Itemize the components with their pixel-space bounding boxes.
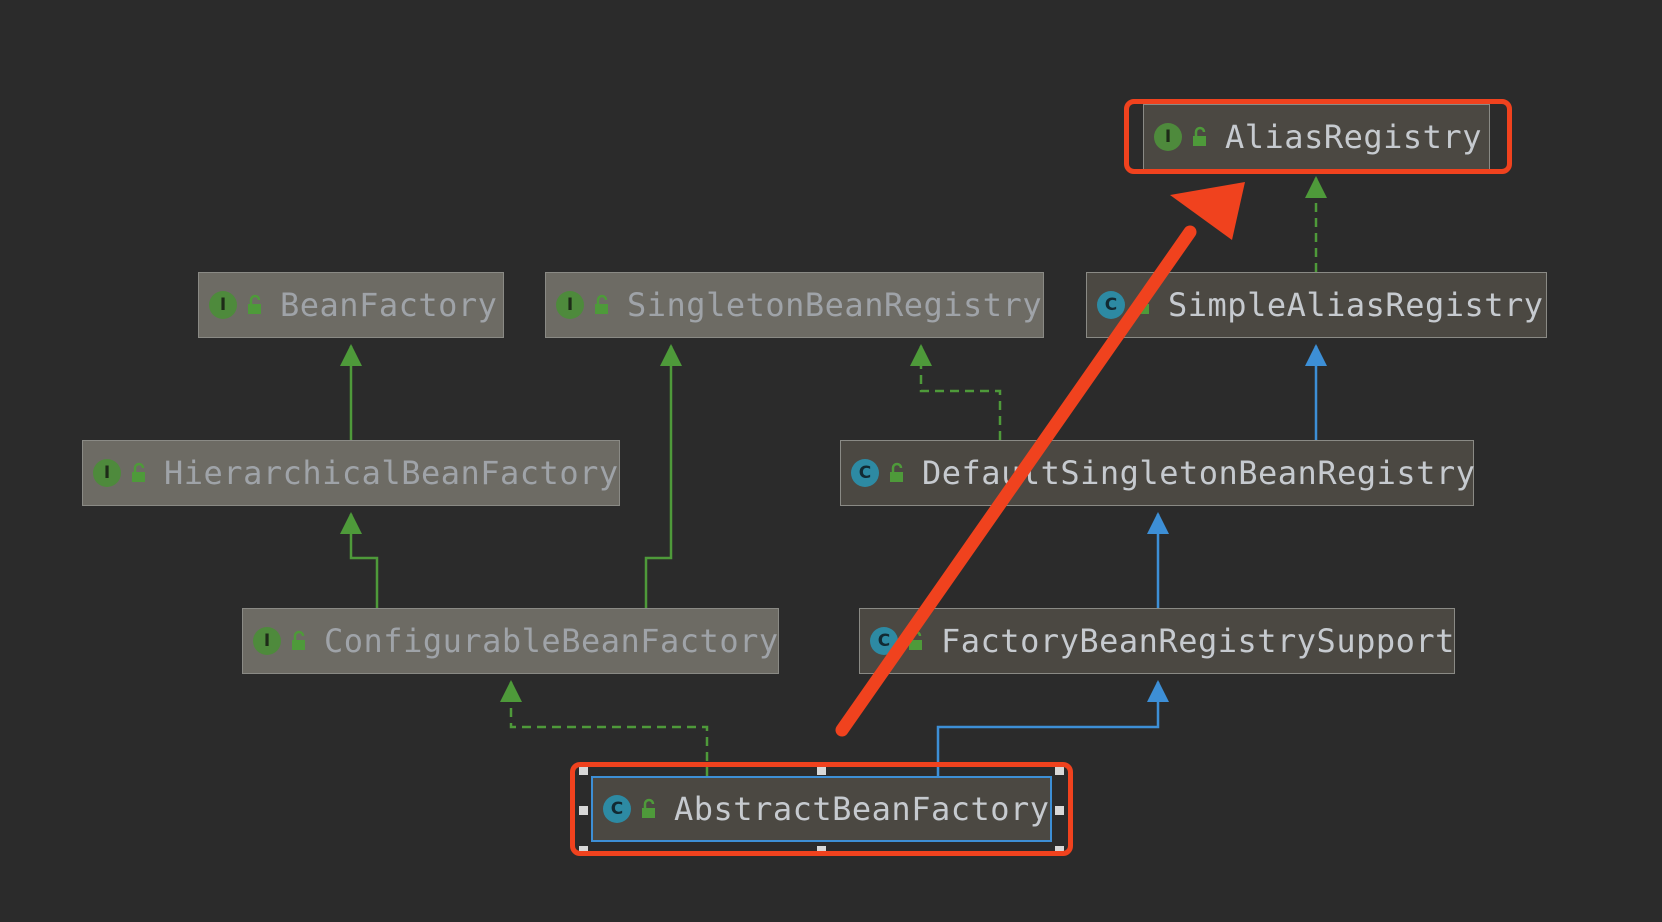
node-label: AliasRegistry xyxy=(1225,118,1482,156)
highlight-box-alias-registry xyxy=(1124,99,1512,174)
node-singleton-bean-registry[interactable]: I SingletonBeanRegistry xyxy=(545,272,1044,338)
arrowhead xyxy=(500,680,522,702)
arrowhead xyxy=(1147,512,1169,534)
class-icon: C xyxy=(1097,291,1125,319)
node-label: SingletonBeanRegistry xyxy=(627,286,1043,324)
unlocked-icon xyxy=(248,294,261,314)
interface-icon: I xyxy=(1154,123,1182,151)
unlocked-icon xyxy=(890,462,903,482)
unlocked-icon xyxy=(132,462,145,482)
unlocked-icon xyxy=(292,630,305,650)
resize-handle-w[interactable] xyxy=(579,806,588,815)
edge-default-to-simple-alias xyxy=(1305,344,1327,440)
interface-icon: I xyxy=(556,291,584,319)
node-simple-alias-registry[interactable]: C SimpleAliasRegistry xyxy=(1086,272,1547,338)
unlocked-icon xyxy=(642,798,655,818)
edge-hierarchical-to-beanfactory xyxy=(340,344,362,440)
interface-icon: I xyxy=(209,291,237,319)
arrowhead xyxy=(910,344,932,366)
resize-handle-e[interactable] xyxy=(1055,806,1064,815)
arrowhead xyxy=(340,344,362,366)
unlocked-icon xyxy=(1136,294,1149,314)
node-label: DefaultSingletonBeanRegistry xyxy=(922,454,1476,492)
class-icon: C xyxy=(851,459,879,487)
node-label: AbstractBeanFactory xyxy=(674,790,1050,828)
class-icon: C xyxy=(870,627,898,655)
interface-icon: I xyxy=(253,627,281,655)
arrowhead xyxy=(1147,680,1169,702)
unlocked-icon xyxy=(595,294,608,314)
interface-icon: I xyxy=(93,459,121,487)
node-configurable-bean-factory[interactable]: I ConfigurableBeanFactory xyxy=(242,608,779,674)
resize-handle-ne[interactable] xyxy=(1055,766,1064,775)
node-factory-bean-registry-support[interactable]: C FactoryBeanRegistrySupport xyxy=(859,608,1455,674)
class-icon: C xyxy=(603,795,631,823)
node-alias-registry[interactable]: I AliasRegistry xyxy=(1143,104,1490,170)
node-bean-factory[interactable]: I BeanFactory xyxy=(198,272,504,338)
edge-factory-to-default xyxy=(1147,512,1169,608)
node-hierarchical-bean-factory[interactable]: I HierarchicalBeanFactory xyxy=(82,440,620,506)
arrowhead xyxy=(1305,344,1327,366)
resize-handle-s[interactable] xyxy=(817,846,826,855)
node-label: BeanFactory xyxy=(280,286,498,324)
resize-handle-nw[interactable] xyxy=(579,766,588,775)
edge-simple-alias-to-alias xyxy=(1305,176,1327,272)
arrowhead xyxy=(1305,176,1327,198)
edge-abstract-to-configurable xyxy=(500,680,709,776)
unlocked-icon xyxy=(909,630,922,650)
arrowhead xyxy=(340,512,362,534)
resize-handle-n[interactable] xyxy=(817,766,826,775)
node-abstract-bean-factory[interactable]: C AbstractBeanFactory xyxy=(591,776,1052,842)
node-label: HierarchicalBeanFactory xyxy=(164,454,619,492)
node-label: SimpleAliasRegistry xyxy=(1168,286,1544,324)
node-label: FactoryBeanRegistrySupport xyxy=(941,622,1455,660)
node-default-singleton-bean-registry[interactable]: C DefaultSingletonBeanRegistry xyxy=(840,440,1476,506)
resize-handle-se[interactable] xyxy=(1055,846,1064,855)
edge-configurable-to-hierarchical xyxy=(340,512,379,608)
edge-configurable-to-singleton xyxy=(644,344,682,608)
node-label: ConfigurableBeanFactory xyxy=(324,622,779,660)
unlocked-icon xyxy=(1193,126,1206,146)
arrowhead xyxy=(660,344,682,366)
resize-handle-sw[interactable] xyxy=(579,846,588,855)
highlight-box-abstract-bean-factory xyxy=(570,762,1073,856)
edge-default-to-singleton xyxy=(910,344,1002,440)
